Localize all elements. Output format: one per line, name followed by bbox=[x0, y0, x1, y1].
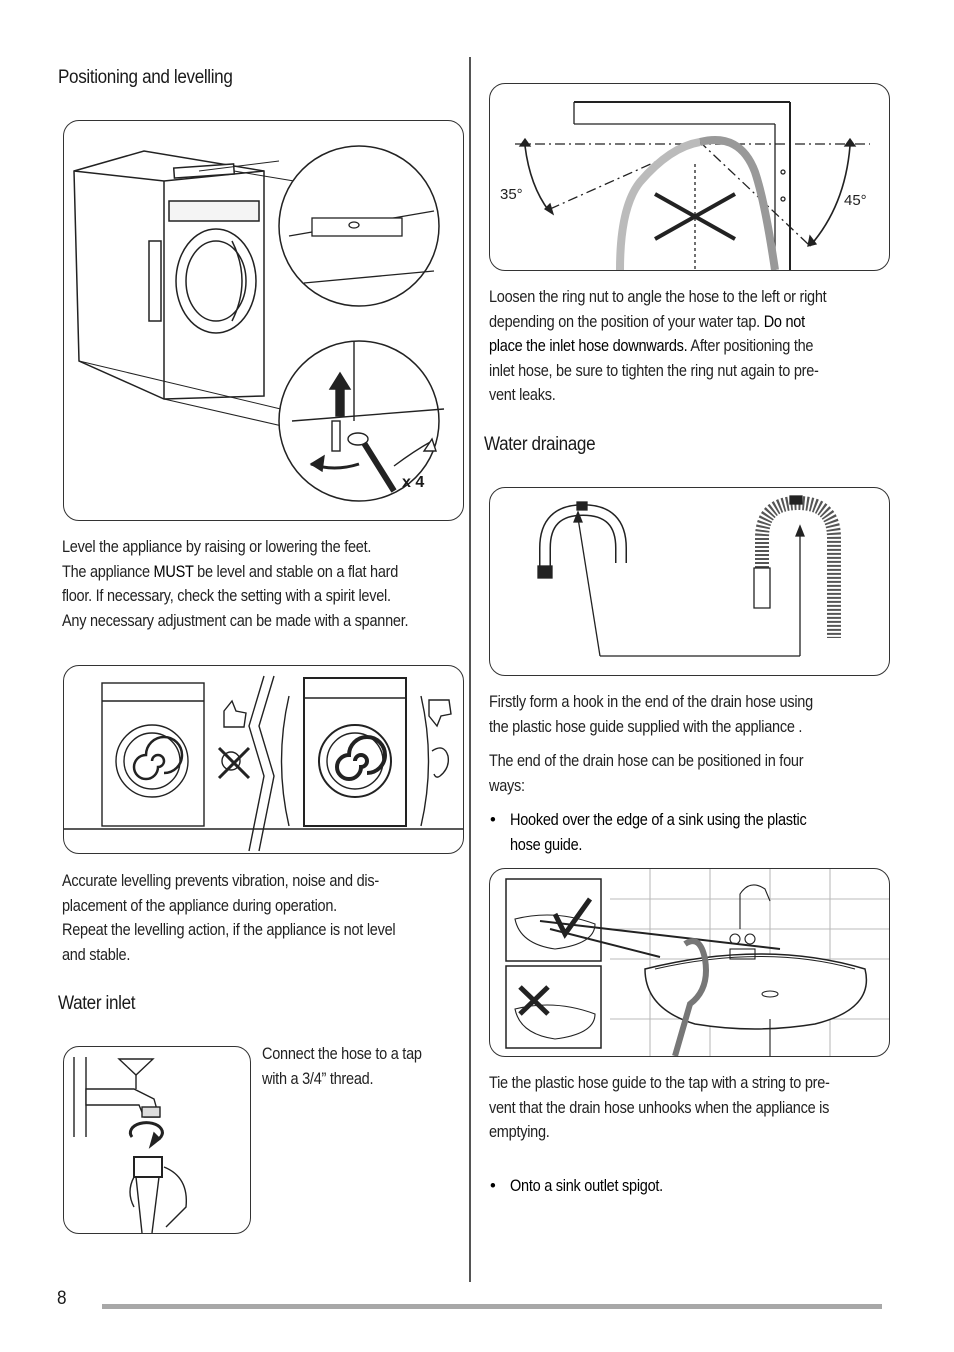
water-drainage-heading: Water drainage bbox=[484, 434, 596, 455]
sink-illustration bbox=[489, 868, 890, 1057]
tie-guide-paragraph: Tie the plastic hose guide to the tap wi… bbox=[489, 1074, 830, 1141]
levelling-illustration: x 4 bbox=[63, 120, 464, 521]
bullet-outlet-spigot: • Onto a sink outlet spigot. bbox=[490, 1177, 663, 1195]
levelling-paragraph: Level the appliance by raising or loweri… bbox=[62, 538, 409, 630]
hose-angle-illustration: 35° 45° bbox=[489, 83, 890, 271]
column-divider bbox=[469, 57, 471, 1282]
angle-left-label: 35° bbox=[500, 186, 523, 203]
page-number: 8 bbox=[57, 1288, 67, 1309]
bullet-marker: • bbox=[490, 811, 496, 829]
accurate-levelling-paragraph: Accurate levelling prevents vibration, n… bbox=[62, 872, 396, 964]
hose-guide-illustration bbox=[489, 487, 890, 676]
end-positions-paragraph: The end of the drain hose can be positio… bbox=[489, 752, 804, 795]
angle-right-label: 45° bbox=[844, 192, 867, 209]
connect-hose-paragraph: Connect the hose to a tap with a 3/4” th… bbox=[262, 1045, 422, 1088]
footer-rule bbox=[102, 1304, 882, 1309]
positioning-heading: Positioning and levelling bbox=[58, 67, 233, 88]
quantity-label: x 4 bbox=[402, 474, 425, 491]
vibration-illustration bbox=[63, 665, 464, 854]
water-inlet-heading: Water inlet bbox=[58, 993, 136, 1014]
bullet-sink-edge: • Hooked over the edge of a sink using t… bbox=[490, 808, 880, 858]
tap-connection-illustration bbox=[63, 1046, 251, 1234]
loosen-ring-nut-paragraph: Loosen the ring nut to angle the hose to… bbox=[489, 288, 827, 404]
hook-paragraph: Firstly form a hook in the end of the dr… bbox=[489, 693, 813, 736]
